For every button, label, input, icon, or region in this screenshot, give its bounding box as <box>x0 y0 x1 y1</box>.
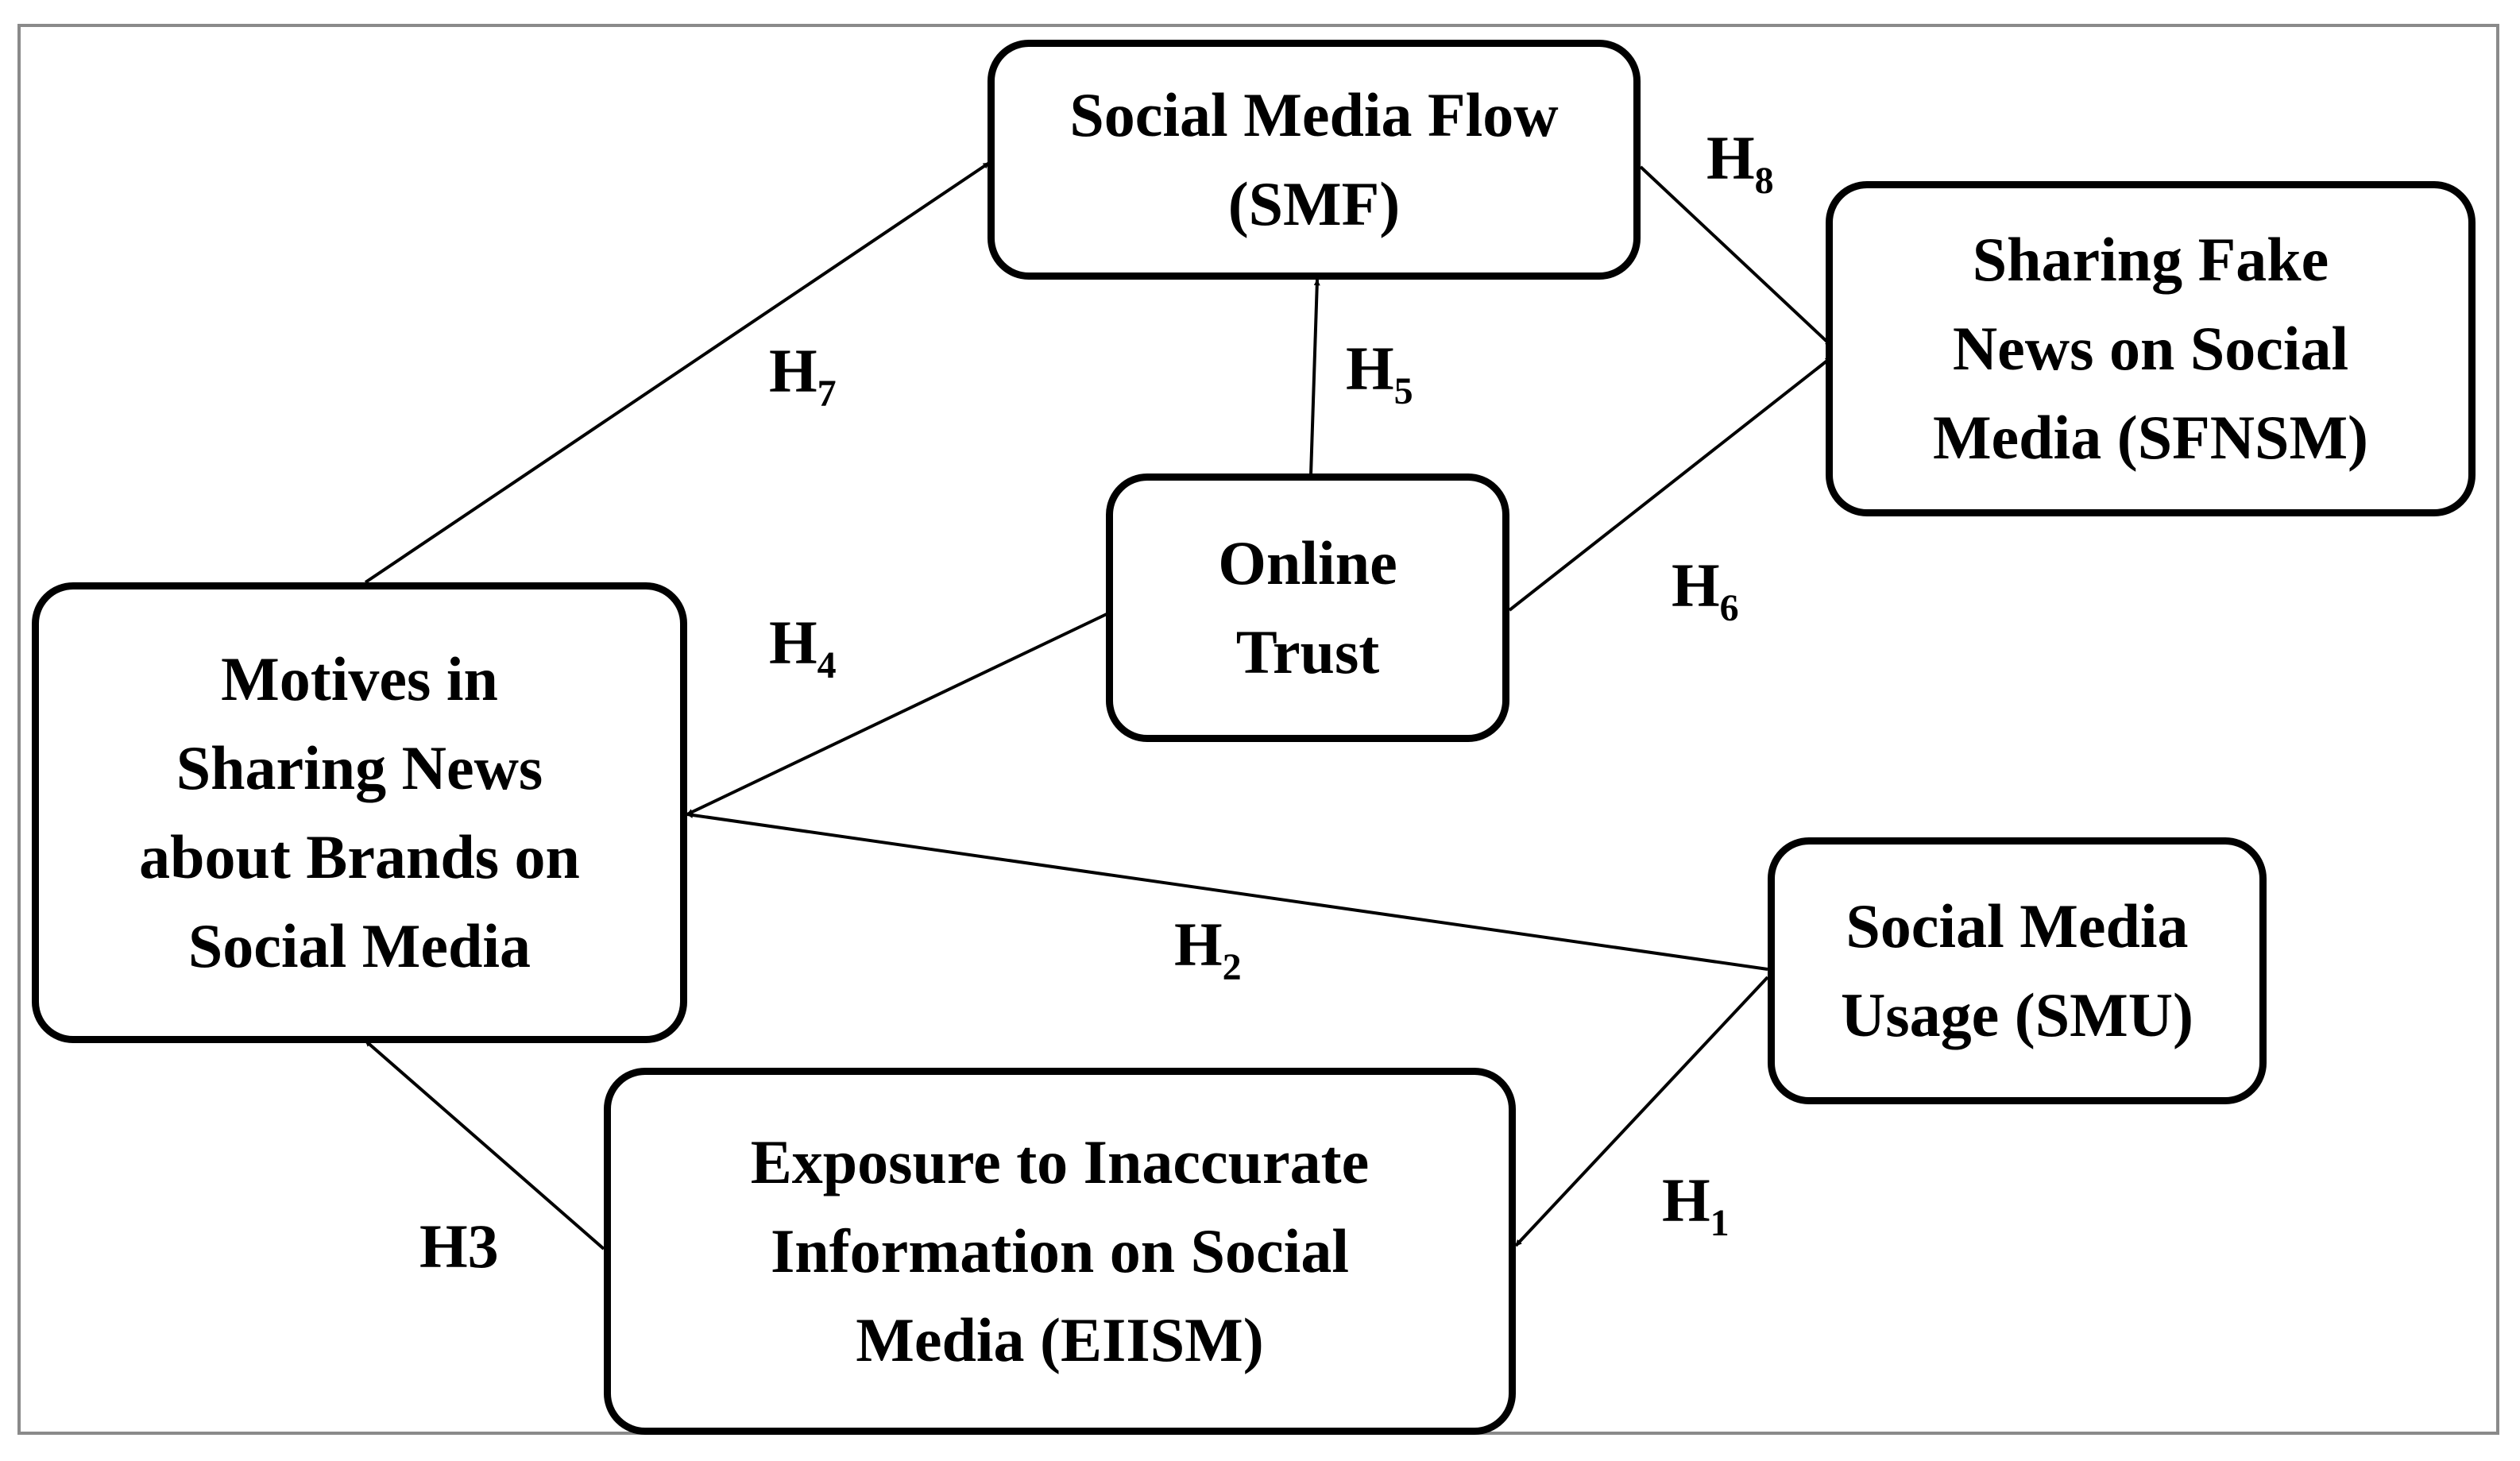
label-h7: H7 <box>769 336 837 415</box>
node-sharing-fake-news: Sharing Fake News on Social Media (SFNSM… <box>1826 181 2476 516</box>
label-h1: H1 <box>1662 1165 1730 1244</box>
edge-h6 <box>1508 356 1833 612</box>
node-online-trust: Online Trust <box>1106 473 1509 742</box>
node-label: Social Media Usage (SMU) <box>1840 891 2194 1049</box>
label-h3: H3 <box>419 1212 499 1281</box>
node-label: Sharing Fake News on Social Media (SFNSM… <box>1932 225 2369 472</box>
node-label: Exposure to Inaccurate Information on So… <box>750 1127 1370 1374</box>
edge-h4 <box>686 612 1109 816</box>
node-label: Social Media Flow (SMF) <box>1069 80 1559 238</box>
edge-h3 <box>364 1039 605 1250</box>
node-exposure-inaccurate-info: Exposure to Inaccurate Information on So… <box>604 1068 1516 1435</box>
edge-h7 <box>364 161 991 584</box>
label-h8: H8 <box>1706 123 1774 202</box>
node-label: Online Trust <box>1218 528 1397 686</box>
label-h6: H6 <box>1672 551 1739 629</box>
edge-h8 <box>1639 165 1833 347</box>
edge-h5 <box>1309 279 1320 476</box>
node-motives: Motives in Sharing News about Brands on … <box>32 582 687 1043</box>
edge-h2 <box>686 812 1768 971</box>
label-h4: H4 <box>769 608 837 686</box>
label-h2: H2 <box>1174 910 1242 988</box>
node-social-media-usage: Social Media Usage (SMU) <box>1768 837 2267 1104</box>
node-label: Motives in Sharing News about Brands on … <box>139 644 580 980</box>
edge-h1 <box>1514 976 1769 1247</box>
node-social-media-flow: Social Media Flow (SMF) <box>988 40 1641 280</box>
label-h5: H5 <box>1346 334 1413 412</box>
